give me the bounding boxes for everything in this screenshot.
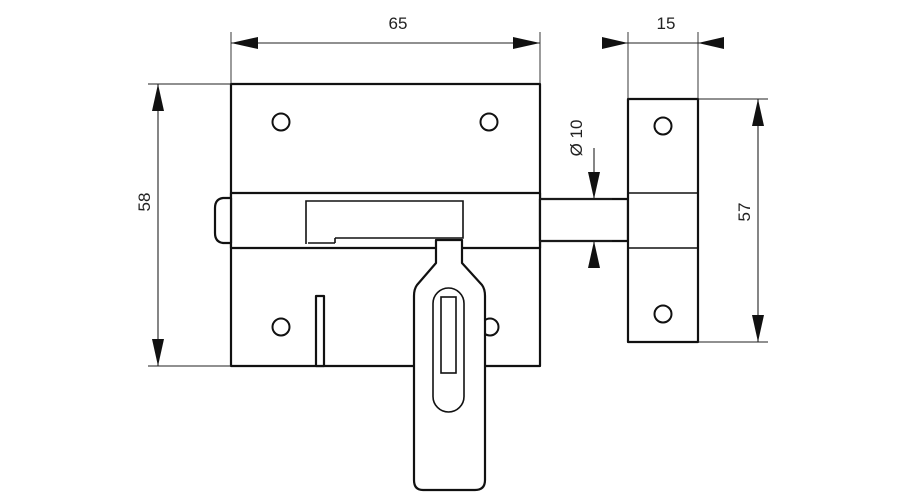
screw-hole-bottom-left: [271, 317, 291, 337]
lower-slot: [314, 294, 326, 368]
dimension-height-58: 58: [135, 83, 231, 367]
screw-hole-top-right: [479, 112, 499, 132]
bolt-slot-window: [305, 200, 464, 244]
dimension-label-diameter: Ø 10: [567, 120, 586, 157]
dimension-diameter-10: Ø 10: [540, 120, 612, 268]
lock-body: [213, 82, 542, 368]
dimension-height-57: 57: [698, 98, 768, 343]
keeper-hole-top: [653, 116, 673, 136]
keeper-plate: [626, 97, 700, 344]
dimension-label-57: 57: [735, 203, 754, 222]
hasp-outline: [412, 238, 487, 492]
dimension-width-15: 15: [602, 14, 724, 99]
bolt-housing-band: [229, 191, 542, 250]
screw-hole-top-left: [271, 112, 291, 132]
dimension-label-15: 15: [657, 14, 676, 33]
dimension-label-58: 58: [135, 193, 154, 212]
hasp-handle: [412, 238, 487, 492]
bolt-end-knob: [213, 196, 233, 245]
dimension-label-65: 65: [389, 14, 408, 33]
keeper-body: [626, 97, 700, 344]
dimension-width-65: 65: [230, 14, 541, 84]
hasp-slot-inner: [440, 296, 457, 374]
hasp-slot-outer: [432, 287, 465, 413]
keeper-hole-bottom: [653, 304, 673, 324]
bolt-rod: [538, 197, 630, 243]
